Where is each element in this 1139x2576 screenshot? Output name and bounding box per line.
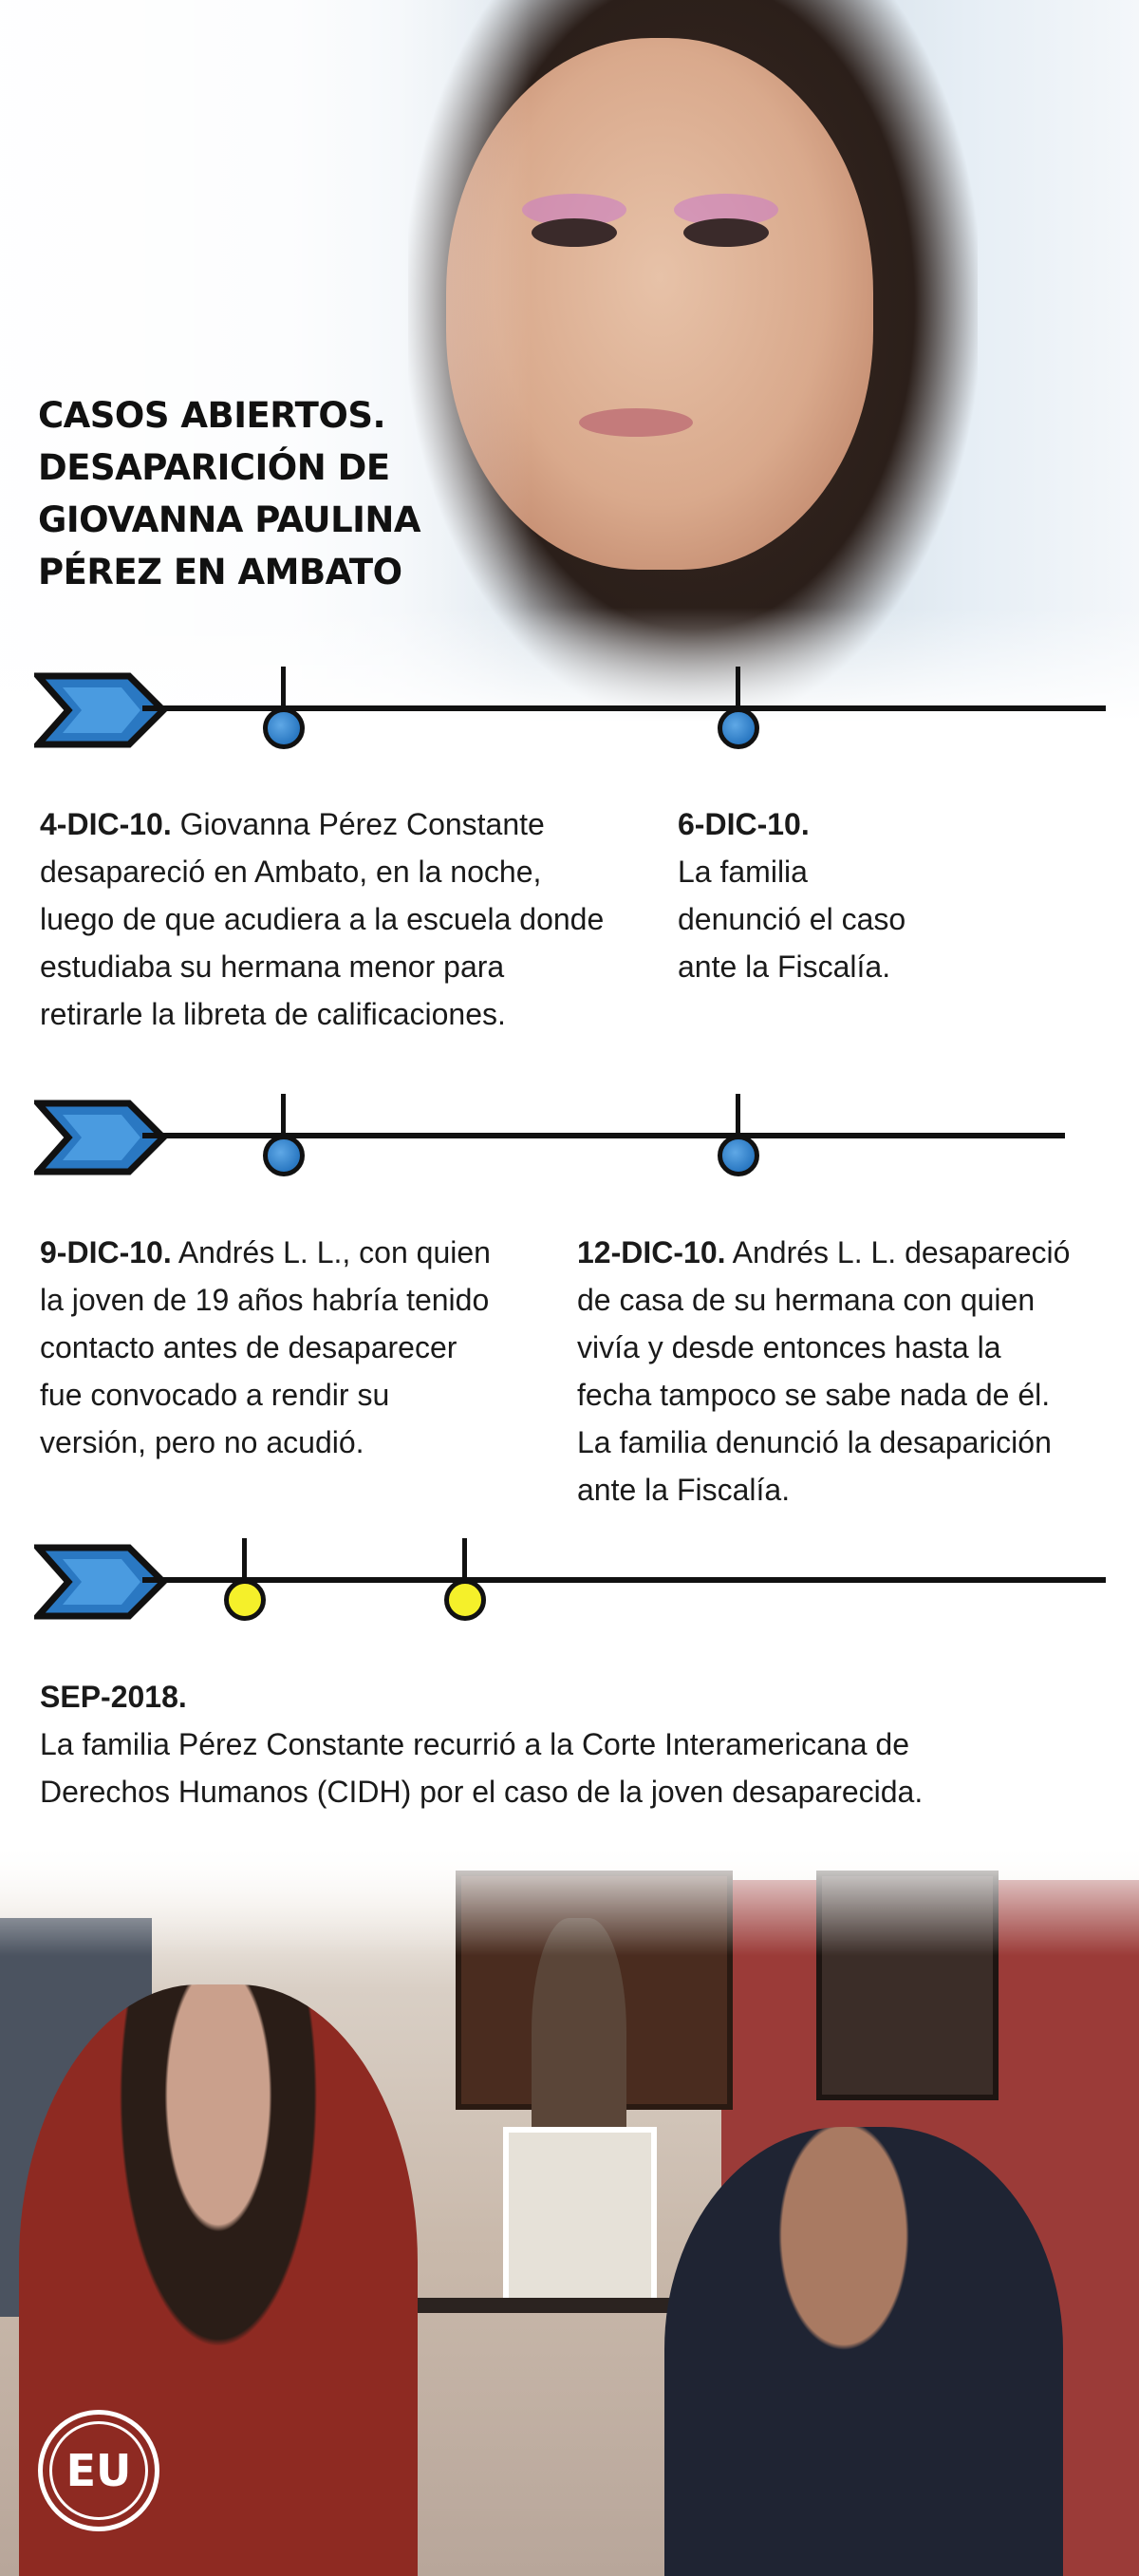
eye-right — [683, 218, 769, 247]
event-date: 12-DIC-10. — [577, 1235, 726, 1269]
timeline-tick — [242, 1538, 247, 1584]
timeline-tick — [281, 667, 286, 712]
event-text: denunció el caso — [678, 902, 906, 936]
event-text: fecha tampoco se sabe nada de él. — [577, 1378, 1051, 1412]
event-text: desapareció en Ambato, en la noche, — [40, 855, 542, 889]
timeline-tick — [736, 1094, 740, 1139]
hero-portrait-photo — [0, 0, 1139, 722]
event-text: de casa de su hermana con quien — [577, 1283, 1036, 1317]
event-date: 4-DIC-10. — [40, 807, 172, 841]
timeline-line — [142, 1577, 1106, 1583]
event-text: Giovanna Pérez Constante — [179, 807, 545, 841]
event-text: ante la Fiscalía. — [678, 950, 891, 984]
man-figure — [664, 2127, 1063, 2576]
timeline-row-2 — [0, 1082, 1139, 1196]
event-date: SEP-2018. — [40, 1680, 187, 1714]
event-block-2: 6-DIC-10. La familia denunció el caso an… — [678, 800, 1095, 990]
lips — [579, 408, 693, 437]
family-photo — [0, 1842, 1139, 2576]
timeline-dot-yellow — [444, 1579, 486, 1621]
event-block-4: 12-DIC-10. Andrés L. L. desapareció de c… — [577, 1229, 1137, 1514]
event-text: ante la Fiscalía. — [577, 1473, 791, 1507]
chevron-arrow-icon — [34, 672, 167, 748]
event-text: fue convocado a rendir su — [40, 1378, 390, 1412]
event-text: Andrés L. L. desapareció — [732, 1235, 1071, 1269]
event-date: 6-DIC-10. — [678, 807, 810, 841]
event-text: la joven de 19 años habría tenido — [40, 1283, 490, 1317]
event-text: La familia denunció la desaparición — [577, 1425, 1052, 1459]
chevron-arrow-icon — [34, 1544, 167, 1620]
event-text: retirarle la libreta de calificaciones. — [40, 997, 506, 1031]
timeline-dot-blue — [263, 1135, 305, 1176]
event-text: estudiaba su hermana menor para — [40, 950, 505, 984]
event-block-3: 9-DIC-10. Andrés L. L., con quien la jov… — [40, 1229, 571, 1466]
event-text: vivía y desde entonces hasta la — [577, 1330, 1001, 1364]
logo-text: EU — [49, 2421, 148, 2520]
title-line-4: PÉREZ EN AMBATO — [38, 552, 402, 592]
timeline-dot-blue — [263, 707, 305, 749]
event-text: Derechos Humanos (CIDH) por el caso de l… — [40, 1775, 924, 1809]
event-text: Andrés L. L., con quien — [177, 1235, 491, 1269]
event-date: 9-DIC-10. — [40, 1235, 172, 1269]
timeline-line — [142, 1133, 1065, 1138]
timeline-tick — [736, 667, 740, 712]
timeline-dot-blue — [718, 707, 759, 749]
title-line-3: GIOVANNA PAULINA — [38, 499, 421, 540]
event-block-5: SEP-2018. La familia Pérez Constante rec… — [40, 1673, 1112, 1815]
event-text: La familia — [678, 855, 808, 889]
timeline-tick — [281, 1094, 286, 1139]
timeline-line — [142, 705, 1106, 711]
event-block-1: 4-DIC-10. Giovanna Pérez Constante desap… — [40, 800, 647, 1038]
timeline-dot-yellow — [224, 1579, 266, 1621]
bottom-fade — [0, 608, 1139, 722]
title-line-2: DESAPARICIÓN DE — [38, 447, 390, 488]
girl-portrait-frame — [503, 2127, 657, 2309]
eu-logo-icon: EU — [38, 2410, 159, 2531]
page-title: CASOS ABIERTOS. DESAPARICIÓN DE GIOVANNA… — [38, 389, 494, 598]
title-line-1: CASOS ABIERTOS. — [38, 395, 386, 436]
event-text: versión, pero no acudió. — [40, 1425, 364, 1459]
eye-left — [532, 218, 617, 247]
timeline-row-3 — [0, 1527, 1139, 1641]
event-text: luego de que acudiera a la escuela donde — [40, 902, 605, 936]
timeline-dot-blue — [718, 1135, 759, 1176]
left-fade — [0, 0, 532, 722]
event-text: La familia Pérez Constante recurrió a la… — [40, 1727, 909, 1761]
timeline-tick — [462, 1538, 467, 1584]
chevron-arrow-icon — [34, 1100, 167, 1175]
timeline-row-1 — [0, 655, 1139, 769]
top-fade — [0, 1842, 1139, 1956]
event-text: contacto antes de desaparecer — [40, 1330, 457, 1364]
